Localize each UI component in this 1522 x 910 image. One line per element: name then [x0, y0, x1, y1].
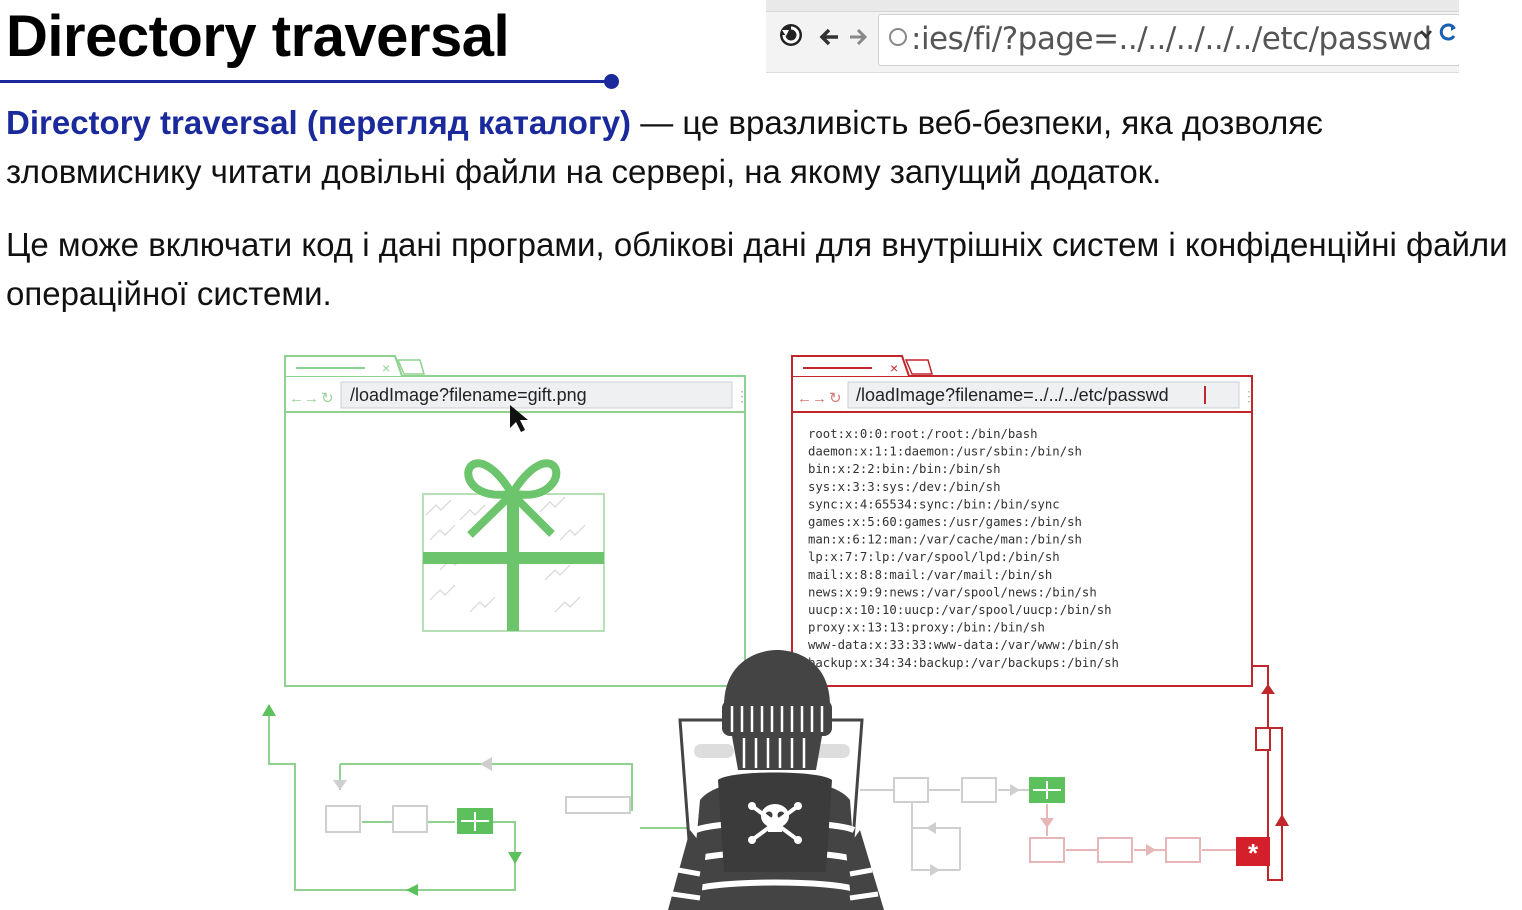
hacker-icon: [668, 650, 884, 910]
arrow-left-icon[interactable]: [818, 24, 840, 55]
skull-icon: [748, 802, 802, 844]
globe-icon: [889, 28, 907, 46]
arrow-right-icon[interactable]: [848, 24, 868, 55]
svg-text:←→: ←→: [289, 390, 319, 407]
url-field[interactable]: :ies/fi/?page=../../../../../etc/passwd: [878, 14, 1459, 66]
passwd-line: uucp:x:10:10:uucp:/var/spool/uucp:/bin/s…: [808, 603, 1112, 617]
right-browser-window: × ←→ ↻ /loadImage?filename=../../../etc/…: [791, 355, 1256, 687]
passwd-line: lp:x:7:7:lp:/var/spool/lpd:/bin/sh: [808, 550, 1060, 564]
passwd-line: news:x:9:9:news:/var/spool/news:/bin/sh: [808, 585, 1097, 599]
definition-text: — це вразливість веб-безпеки, яка дозвол…: [6, 104, 1324, 190]
passwd-line: root:x:0:0:root:/root:/bin/bash: [808, 427, 1038, 441]
title-underline-dot: [604, 74, 619, 89]
svg-text:⋮: ⋮: [735, 388, 749, 404]
right-window-url: /loadImage?filename=../../../etc/passwd: [856, 385, 1169, 405]
passwd-line: sync:x:4:65534:sync:/bin:/bin/sync: [808, 497, 1060, 511]
reload-icon[interactable]: [1439, 21, 1457, 50]
svg-text:×: ×: [890, 360, 898, 376]
passwd-line: proxy:x:13:13:proxy:/bin:/bin/sh: [808, 621, 1045, 635]
left-flow-diagram: [262, 704, 720, 896]
gift-icon: [422, 459, 605, 632]
term-highlight: Directory traversal (перегляд каталогу): [6, 104, 632, 141]
title-underline: [0, 80, 612, 83]
browser-tab-strip: [766, 0, 1459, 12]
passwd-line: www-data:x:33:33:www-data:/var/www:/bin/…: [808, 638, 1119, 652]
svg-text:↻: ↻: [829, 390, 842, 407]
chevron-down-icon[interactable]: [1419, 27, 1433, 46]
passwd-line: games:x:5:60:games:/usr/games:/bin/sh: [808, 515, 1082, 529]
url-text: :ies/fi/?page=../../../../../etc/passwd: [911, 21, 1432, 57]
svg-text:×: ×: [382, 360, 390, 376]
details-paragraph: Це може включати код і дані програми, об…: [6, 226, 1508, 312]
passwd-line: daemon:x:1:1:daemon:/usr/sbin:/bin/sh: [808, 445, 1082, 459]
svg-text:↻: ↻: [321, 390, 334, 407]
svg-text:*: *: [1248, 838, 1259, 868]
browser-url-screenshot: :ies/fi/?page=../../../../../etc/passwd: [766, 0, 1459, 73]
passwd-line: backup:x:34:34:backup:/var/backups:/bin/…: [808, 656, 1119, 670]
page-title: Directory traversal: [6, 4, 510, 69]
passwd-file-contents: root:x:0:0:root:/root:/bin/bash daemon:x:…: [808, 427, 1119, 670]
history-icon: [778, 22, 804, 55]
left-window-url: /loadImage?filename=gift.png: [350, 385, 587, 405]
svg-text:←→: ←→: [797, 390, 827, 407]
left-browser-window: × ←→ ↻ /loadImage?filename=gift.png ⋮: [284, 355, 749, 687]
asterisk-icon: *: [1236, 837, 1270, 868]
right-flow-diagram: *: [860, 665, 1289, 881]
passwd-line: man:x:6:12:man:/var/cache/man:/bin/sh: [808, 533, 1082, 547]
definition-paragraph: Directory traversal (перегляд каталогу) …: [6, 98, 1518, 196]
passwd-line: sys:x:3:3:sys:/dev:/bin/sh: [808, 480, 1001, 494]
svg-text:⋮: ⋮: [1242, 388, 1256, 404]
passwd-line: bin:x:2:2:bin:/bin:/bin/sh: [808, 462, 1001, 476]
cursor-icon: [510, 405, 528, 432]
passwd-line: mail:x:8:8:mail:/var/mail:/bin/sh: [808, 568, 1052, 582]
